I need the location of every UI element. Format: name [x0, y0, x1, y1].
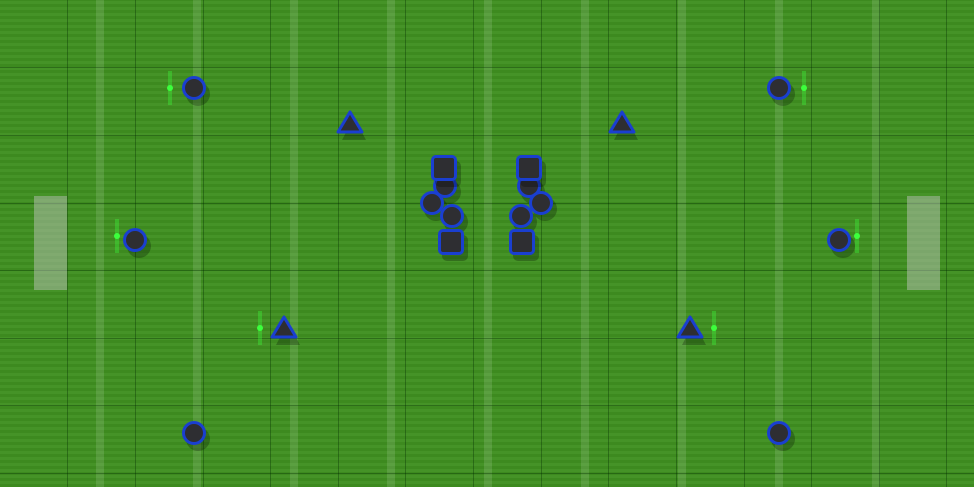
- player-token[interactable]: [440, 204, 464, 228]
- field-stripe: [290, 0, 298, 487]
- player-token-triangle[interactable]: [676, 315, 706, 345]
- field-stripe: [96, 0, 104, 487]
- player-token[interactable]: [529, 191, 553, 215]
- player-token-triangle[interactable]: [336, 110, 366, 140]
- field-stripe: [387, 0, 395, 487]
- player-token-square[interactable]: [431, 155, 457, 181]
- player-token-square[interactable]: [509, 229, 535, 255]
- player-token[interactable]: [767, 421, 791, 445]
- grid-line: [946, 0, 947, 487]
- grid-line: [0, 67, 974, 68]
- field-stripe: [581, 0, 589, 487]
- grid-line: [0, 338, 974, 339]
- field-stripe: [678, 0, 686, 487]
- field-stripe: [193, 0, 201, 487]
- field-stripe: [872, 0, 880, 487]
- player-token-triangle[interactable]: [608, 110, 638, 140]
- player-token[interactable]: [767, 76, 791, 100]
- grid-line: [879, 0, 880, 487]
- grid-line: [676, 0, 677, 487]
- direction-marker-dot: [167, 85, 173, 91]
- direction-marker-dot: [854, 233, 860, 239]
- grid-line: [67, 0, 68, 487]
- direction-marker-dot: [711, 325, 717, 331]
- player-token-square[interactable]: [516, 155, 542, 181]
- grid-line: [608, 0, 609, 487]
- direction-marker-dot: [257, 325, 263, 331]
- direction-marker-dot: [114, 233, 120, 239]
- grid-line: [0, 473, 974, 474]
- grid-line: [473, 0, 474, 487]
- grid-line: [0, 270, 974, 271]
- right-goal: [907, 196, 940, 290]
- player-token[interactable]: [509, 204, 533, 228]
- grid-line: [0, 203, 974, 204]
- grid-line: [0, 405, 974, 406]
- grid-line: [811, 0, 812, 487]
- player-token-triangle[interactable]: [270, 315, 300, 345]
- grid-line: [203, 0, 204, 487]
- field-stripe: [484, 0, 492, 487]
- grid-line: [0, 135, 974, 136]
- player-token[interactable]: [123, 228, 147, 252]
- grid-line: [270, 0, 271, 487]
- player-token[interactable]: [182, 76, 206, 100]
- player-token-square[interactable]: [438, 229, 464, 255]
- left-goal: [34, 196, 67, 290]
- player-token[interactable]: [827, 228, 851, 252]
- grid-line: [405, 0, 406, 487]
- field-stripe: [775, 0, 783, 487]
- grid-line: [338, 0, 339, 487]
- player-token[interactable]: [182, 421, 206, 445]
- direction-marker-dot: [801, 85, 807, 91]
- grid-line: [541, 0, 542, 487]
- grid-line: [744, 0, 745, 487]
